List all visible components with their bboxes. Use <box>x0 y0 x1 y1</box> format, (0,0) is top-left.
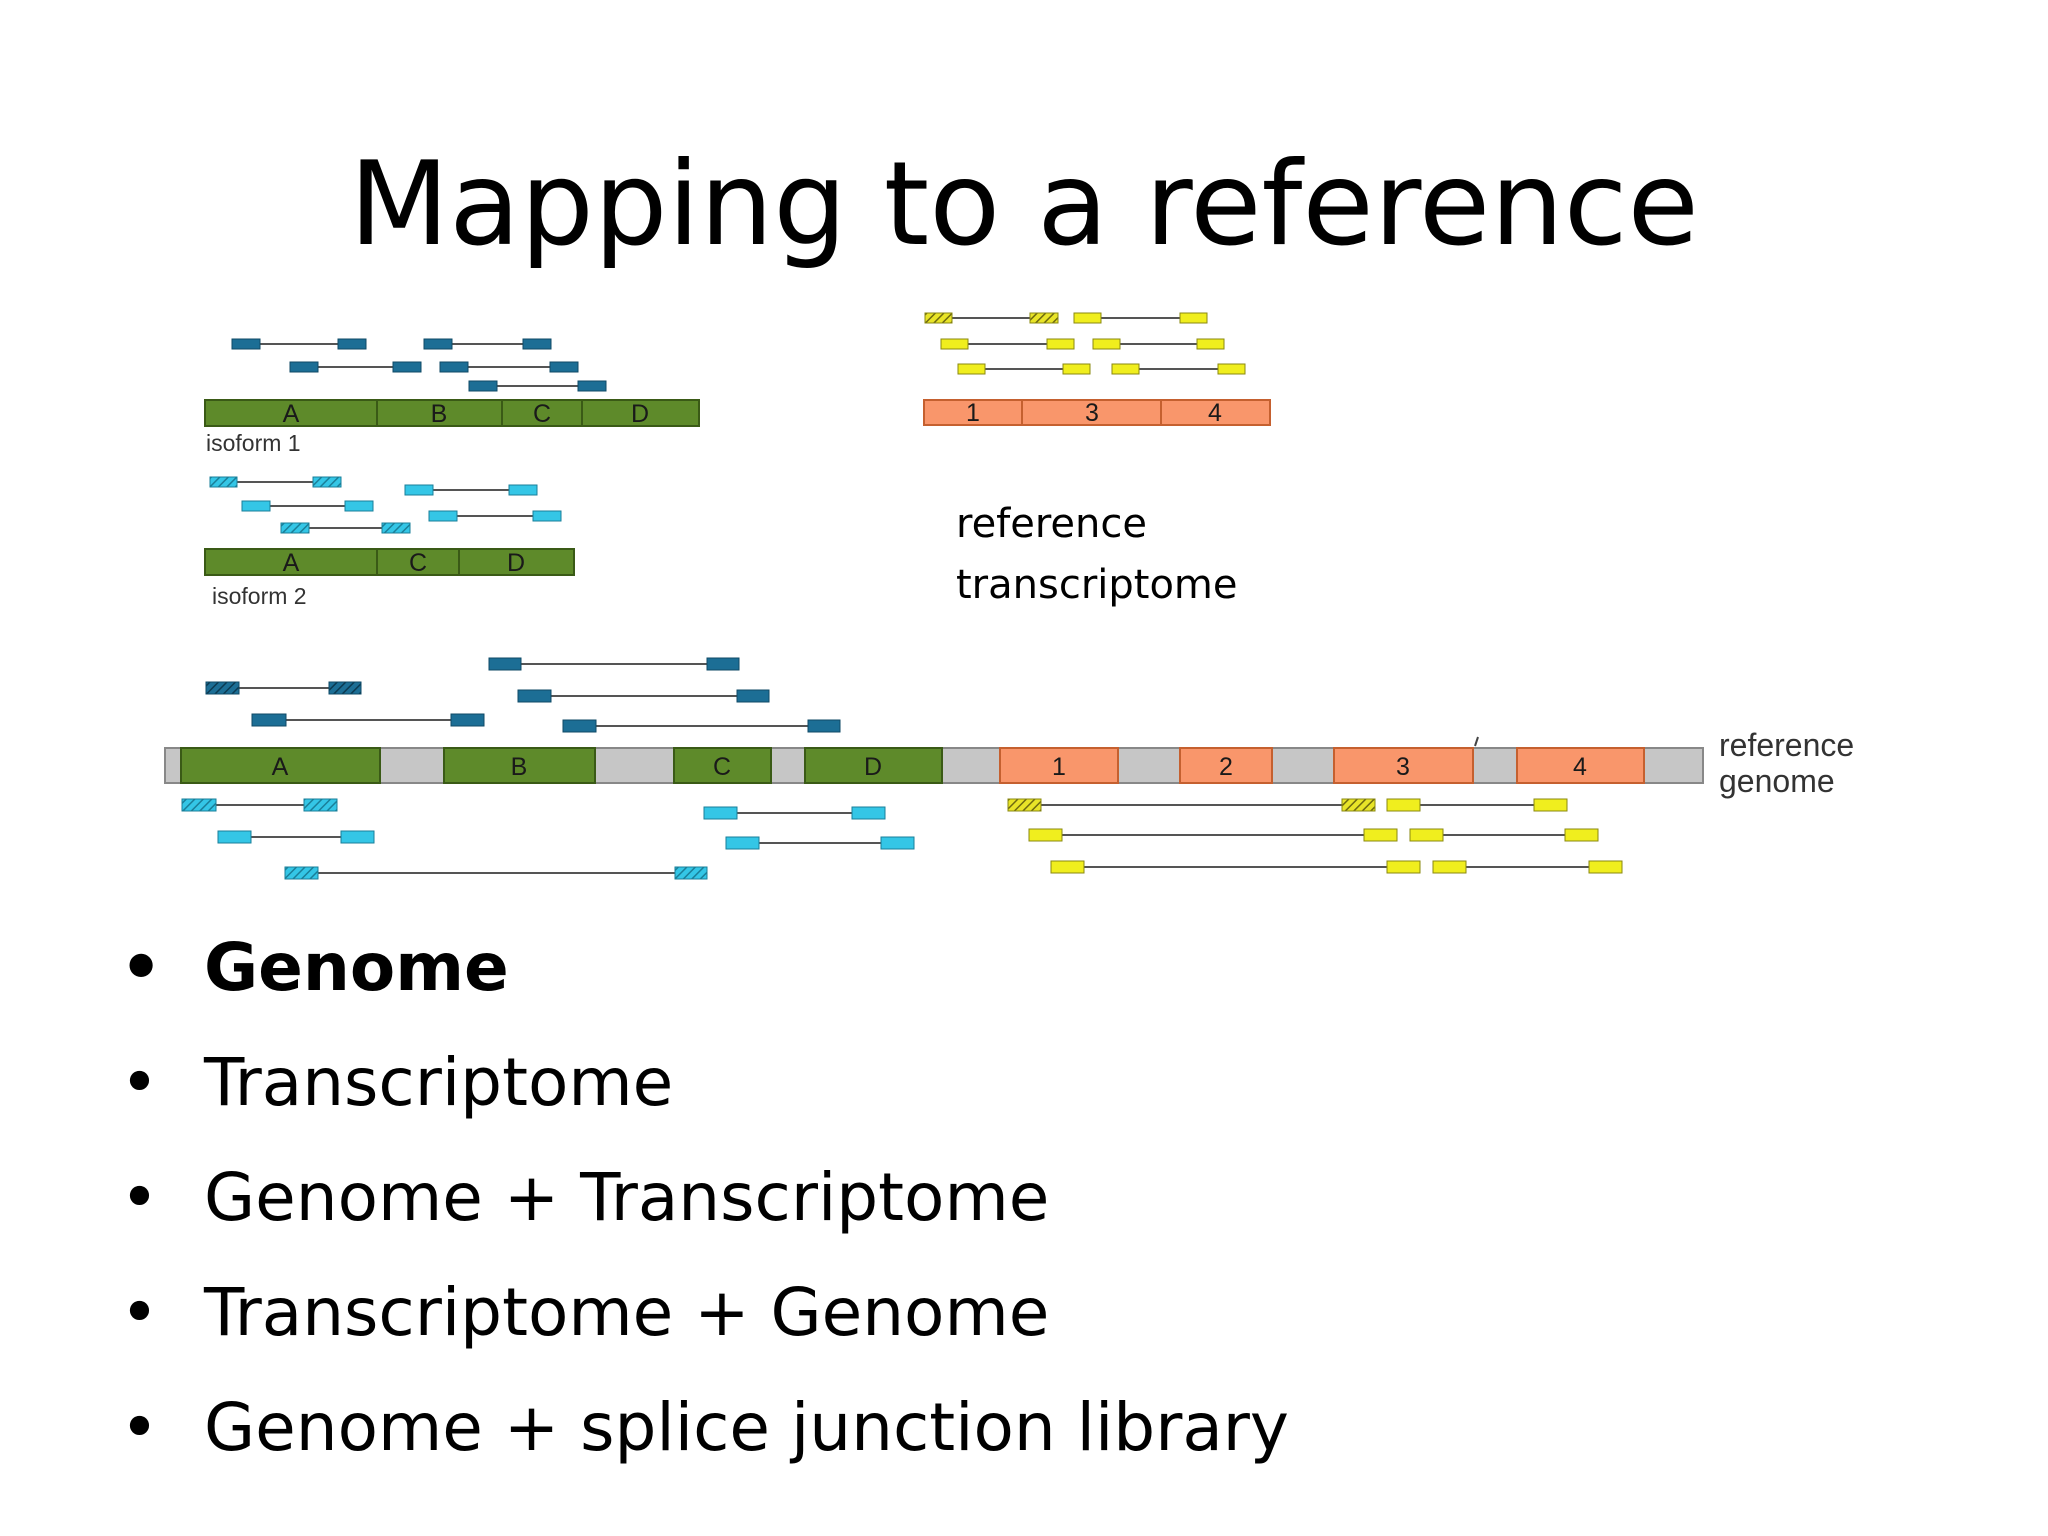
isoform2-exon-c <box>376 548 460 576</box>
genome-exon-d <box>804 747 943 784</box>
genome-exon-2-label: 2 <box>1219 753 1233 781</box>
reference-transcript-exon-4-label: 4 <box>1208 399 1222 427</box>
genome-exon-1-label: 1 <box>1052 753 1066 781</box>
reference-transcript-exon-3-label: 3 <box>1085 399 1099 427</box>
genome-exon-1 <box>999 747 1119 784</box>
genome-exon-d-label: D <box>864 753 882 781</box>
isoform1-caption: isoform 1 <box>206 430 301 456</box>
isoform1-exon-a <box>204 399 378 427</box>
reference-genome-label-line2: genome <box>1719 763 1835 799</box>
isoform2-read-blocks <box>209 476 562 534</box>
bullet-genome-plus-splice-junction-library: Genome + splice junction library <box>120 1370 1289 1485</box>
genome-exon-3-label: 3 <box>1396 753 1410 781</box>
genome-exon-c <box>673 747 772 784</box>
bullet-transcriptome: Transcriptome <box>120 1025 1289 1140</box>
genome-reads-below-cyan <box>216 804 881 874</box>
isoform1-exon-d-label: D <box>631 400 649 428</box>
genome-read-blocks-below-cyan <box>181 798 915 880</box>
genome-exon-b <box>443 747 596 784</box>
reference-transcript-reads <box>952 317 1218 370</box>
reference-transcript-bar: 1 3 4 <box>923 399 1271 427</box>
bullet-list: Genome Transcriptome Genome + Transcript… <box>120 910 1289 1485</box>
isoform2-caption: isoform 2 <box>212 583 307 609</box>
isoform1-reads <box>260 343 578 387</box>
isoform1-exon-b-label: B <box>431 400 448 428</box>
genome-reads-below-yellow <box>1041 804 1589 868</box>
reference-transcript-exon-1 <box>923 399 1023 426</box>
slide-title: Mapping to a reference <box>349 137 1699 272</box>
isoform2-exon-d <box>458 548 575 576</box>
isoform2-reads <box>237 481 533 529</box>
isoform1-exon-b <box>376 399 503 427</box>
reference-transcript-exon-1-label: 1 <box>966 399 980 427</box>
bullet-genome-plus-transcriptome: Genome + Transcriptome <box>120 1140 1289 1255</box>
mapping-diagram: A B C D isoform 1 A C D isoform 2 <box>164 312 1854 880</box>
isoform1-exon-d <box>581 399 700 427</box>
reference-genome-label-line1: reference <box>1719 727 1854 763</box>
isoform2-exon-a <box>204 548 378 576</box>
genome-exon-4 <box>1516 747 1645 784</box>
genome-exon-4-label: 4 <box>1573 753 1587 781</box>
reference-transcript-exon-4 <box>1160 399 1271 426</box>
genome-read-blocks-above <box>205 657 841 733</box>
isoform1-bar: A B C D <box>204 399 700 428</box>
isoform2-bar: A C D <box>204 548 575 577</box>
bullet-genome: Genome <box>120 910 1289 1025</box>
genome-read-blocks-below-yellow <box>1007 798 1623 874</box>
isoform1-exon-a-label: A <box>283 400 300 428</box>
isoform2-exon-a-label: A <box>283 549 300 577</box>
genome-exon-a-label: A <box>272 753 289 781</box>
isoform2-exon-d-label: D <box>507 549 525 577</box>
isoform2-exon-c-label: C <box>409 549 427 577</box>
isoform1-exon-c-label: C <box>533 400 551 428</box>
reference-transcriptome-label-line2: transcriptome <box>956 562 1238 608</box>
genome-exon-c-label: C <box>713 753 731 781</box>
bullet-transcriptome-plus-genome: Transcriptome + Genome <box>120 1255 1289 1370</box>
genome-reads-above <box>239 663 808 727</box>
genome-tick-mark <box>1474 736 1479 747</box>
genome-exon-3 <box>1333 747 1474 784</box>
isoform1-read-blocks <box>231 338 607 392</box>
genome-exon-2 <box>1179 747 1273 784</box>
reference-genome-bar: A B C D 1 2 3 4 <box>164 736 1704 784</box>
genome-exon-a <box>180 747 381 784</box>
reference-transcriptome-label-line1: reference <box>956 501 1147 547</box>
reference-transcript-read-blocks <box>924 312 1246 375</box>
genome-exon-b-label: B <box>511 753 528 781</box>
